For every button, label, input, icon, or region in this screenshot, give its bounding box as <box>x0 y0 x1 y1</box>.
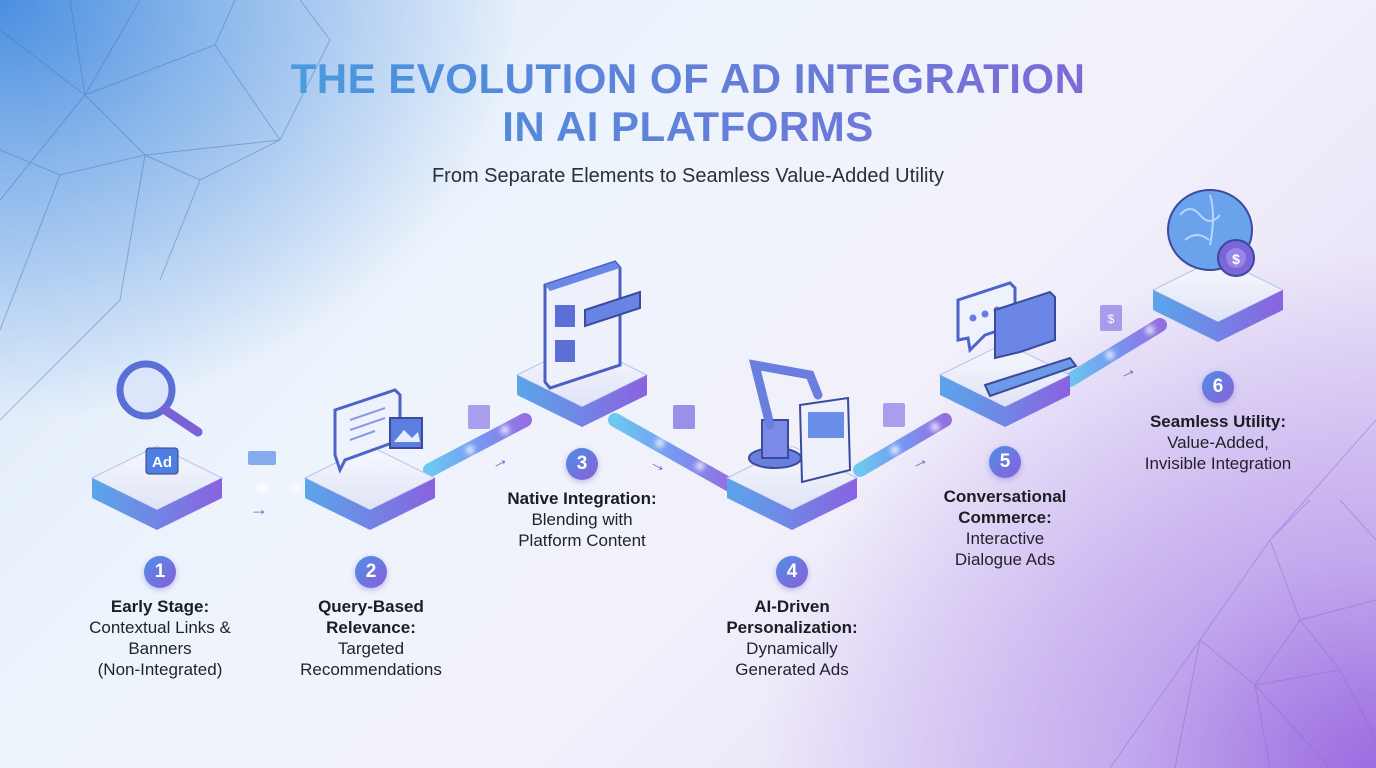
brain-gear-dollar-icon: $ <box>1167 189 1255 277</box>
stage-5: 5 Conversational Commerce: Interactive D… <box>905 446 1105 570</box>
arrow-right-icon: → <box>250 499 268 519</box>
step-badge-1: 1 <box>144 556 176 588</box>
svg-text:Ad: Ad <box>152 454 172 471</box>
step-badge-4: 4 <box>776 556 808 588</box>
page-title-line1: THE EVOLUTION OF AD INTEGRATION <box>0 54 1376 104</box>
stage-desc: Recommendations <box>300 660 442 679</box>
robot-arm-icon <box>748 359 852 484</box>
stage-desc: Generated Ads <box>735 660 849 679</box>
page-title-line2: IN AI PLATFORMS <box>0 102 1376 152</box>
step-badge-6: 6 <box>1202 371 1234 403</box>
stage-desc: Contextual Links & <box>89 618 231 637</box>
stage-title: Query-Based <box>318 597 424 616</box>
stage-6: 6 Seamless Utility: Value-Added, Invisib… <box>1118 371 1318 474</box>
stage-desc: Dialogue Ads <box>954 550 1056 569</box>
step-badge-3: 3 <box>566 448 598 480</box>
dots-card-icon <box>673 405 695 429</box>
stage-title: Seamless Utility: <box>1149 412 1287 431</box>
stage-title: AI-Driven <box>754 597 830 616</box>
chat-bubbles-icon <box>956 281 1078 398</box>
step-badge-2: 2 <box>355 556 387 588</box>
data-card-icon <box>468 405 490 429</box>
banner-chip-icon <box>248 451 276 465</box>
stage-title: Relevance: <box>326 618 416 637</box>
stage-desc: Dynamically <box>746 639 838 658</box>
webpage-native-ad-icon <box>543 260 641 390</box>
dollar-card-icon: $ <box>1100 305 1122 331</box>
stage-desc: Platform Content <box>518 531 646 550</box>
stage-desc: Value-Added, <box>1167 433 1269 452</box>
stage-desc: Invisible Integration <box>1144 454 1292 473</box>
stage-desc: Interactive <box>965 529 1045 548</box>
stage-title: Conversational <box>943 487 1067 506</box>
stage-desc: (Non-Integrated) <box>97 660 223 679</box>
stage-title: Commerce: <box>958 508 1052 527</box>
stage-desc: Banners <box>128 639 192 658</box>
svg-text:$: $ <box>1232 251 1240 267</box>
stage-title: Early Stage: <box>110 597 210 616</box>
step-badge-5: 5 <box>989 446 1021 478</box>
page-subtitle: From Separate Elements to Seamless Value… <box>431 165 945 187</box>
stage-1: 1 Early Stage: Contextual Links & Banner… <box>60 556 260 680</box>
stage-2: 2 Query-Based Relevance: Targeted Recomm… <box>271 556 471 680</box>
stage-desc: Targeted <box>337 639 405 658</box>
magnifier-ad-icon: Ad <box>116 360 203 475</box>
stage-3: 3 Native Integration: Blending with Plat… <box>482 448 682 551</box>
stage-title: Personalization: <box>726 618 858 637</box>
stage-4: 4 AI-Driven Personalization: Dynamically… <box>692 556 892 680</box>
svg-text:$: $ <box>1108 312 1115 326</box>
stage-desc: Blending with <box>531 510 633 529</box>
stage-title: Native Integration: <box>507 489 657 508</box>
ad-card-icon <box>883 403 905 427</box>
chat-image-icon <box>333 388 423 474</box>
